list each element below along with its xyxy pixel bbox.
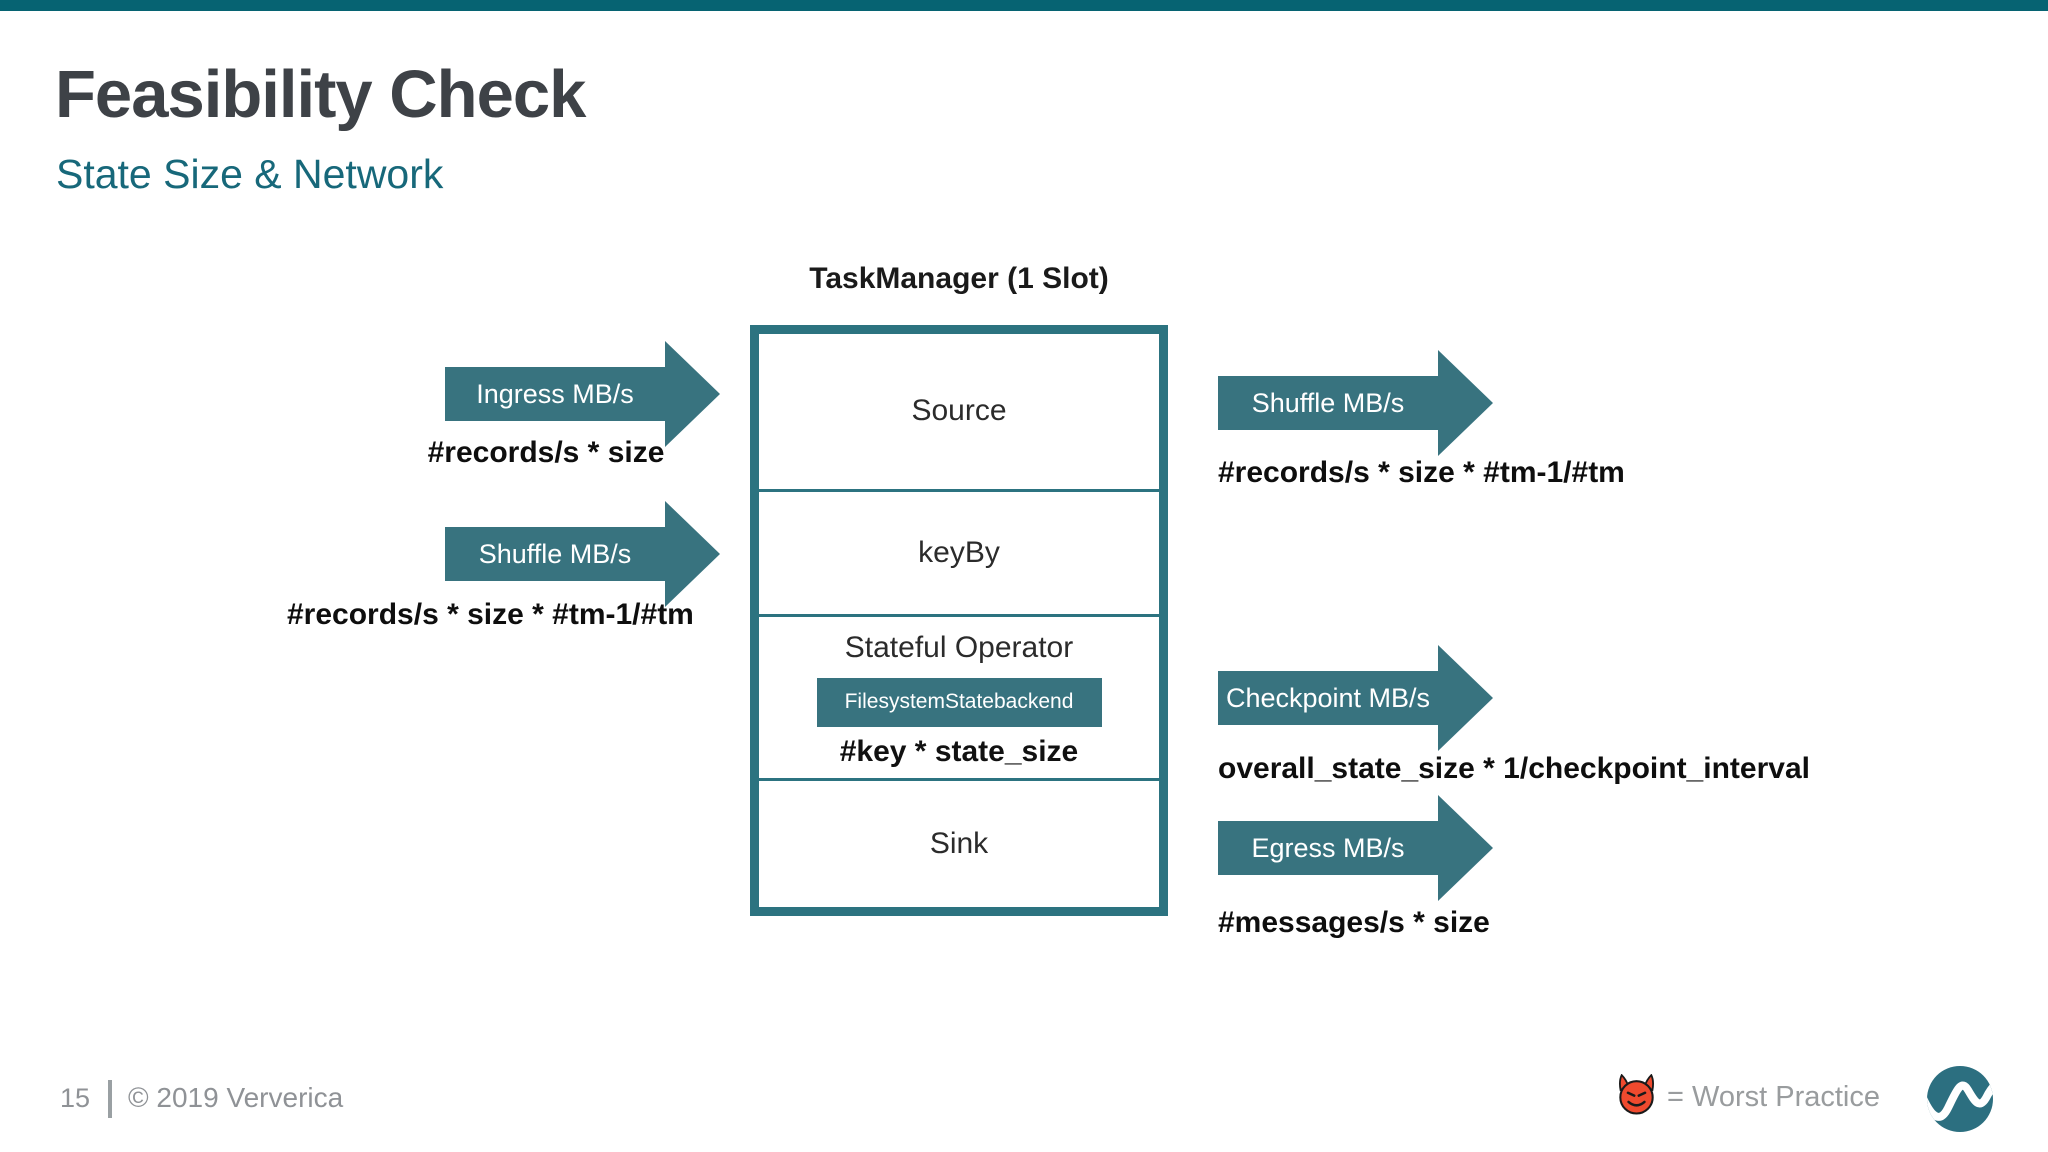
ververica-logo [1927,1066,1993,1132]
arrow-ingress-body: Ingress MB/s [445,367,665,421]
section-keyby: keyBy [759,492,1159,617]
taskmanager-title: TaskManager (1 Slot) [809,262,1109,295]
arrow-right-icon [1438,350,1493,456]
arrow-checkpoint-body: Checkpoint MB/s [1218,671,1438,725]
arrow-shuffle-out: Shuffle MB/s [1218,350,1493,456]
arrow-ingress: Ingress MB/s [445,341,720,447]
arrow-shuffle-out-body: Shuffle MB/s [1218,376,1438,430]
section-keyby-label: keyBy [918,535,1000,569]
shuffle-out-formula: #records/s * size * #tm-1/#tm [1218,456,1625,489]
taskmanager-box: Source keyBy Stateful Operator Filesyste… [750,325,1168,916]
section-stateful-operator: Stateful Operator FilesystemStatebackend… [759,617,1159,781]
statebackend-badge: FilesystemStatebackend [816,677,1102,727]
copyright-text: © 2019 Ververica [128,1082,344,1113]
arrow-shuffle-in-body: Shuffle MB/s [445,527,665,581]
checkpoint-formula: overall_state_size * 1/checkpoint_interv… [1218,752,1810,785]
devil-emoji-icon [1616,1073,1657,1120]
ingress-formula: #records/s * size [427,436,665,469]
arrow-egress: Egress MB/s [1218,795,1493,901]
top-accent-bar [0,0,2048,11]
section-sink: Sink [759,781,1159,907]
arrow-shuffle-out-label: Shuffle MB/s [1251,387,1405,418]
section-sink-label: Sink [929,826,989,860]
arrow-egress-label: Egress MB/s [1251,832,1405,863]
arrow-shuffle-in: Shuffle MB/s [445,501,720,607]
worst-practice-legend: = Worst Practice [1616,1073,1880,1120]
shuffle-in-formula: #records/s * size * #tm-1/#tm [287,598,694,631]
arrow-shuffle-in-label: Shuffle MB/s [478,538,632,569]
arrow-right-icon [1438,645,1493,751]
egress-formula: #messages/s * size [1218,906,1490,939]
page-title: Feasibility Check [55,57,586,132]
arrow-right-icon [1438,795,1493,901]
section-source: Source [759,334,1159,492]
state-size-formula: #key * state_size [839,734,1079,768]
footer-divider [108,1080,112,1118]
arrow-checkpoint-label: Checkpoint MB/s [1225,682,1431,713]
section-stateful-label: Stateful Operator [844,631,1074,664]
worst-practice-label: = Worst Practice [1667,1080,1880,1113]
arrow-right-icon [665,501,720,607]
arrow-checkpoint: Checkpoint MB/s [1218,645,1493,751]
arrow-right-icon [665,341,720,447]
arrow-egress-body: Egress MB/s [1218,821,1438,875]
arrow-ingress-label: Ingress MB/s [476,378,634,409]
page-number: 15 [60,1083,91,1113]
section-source-label: Source [911,394,1007,428]
page-subtitle: State Size & Network [56,151,444,197]
